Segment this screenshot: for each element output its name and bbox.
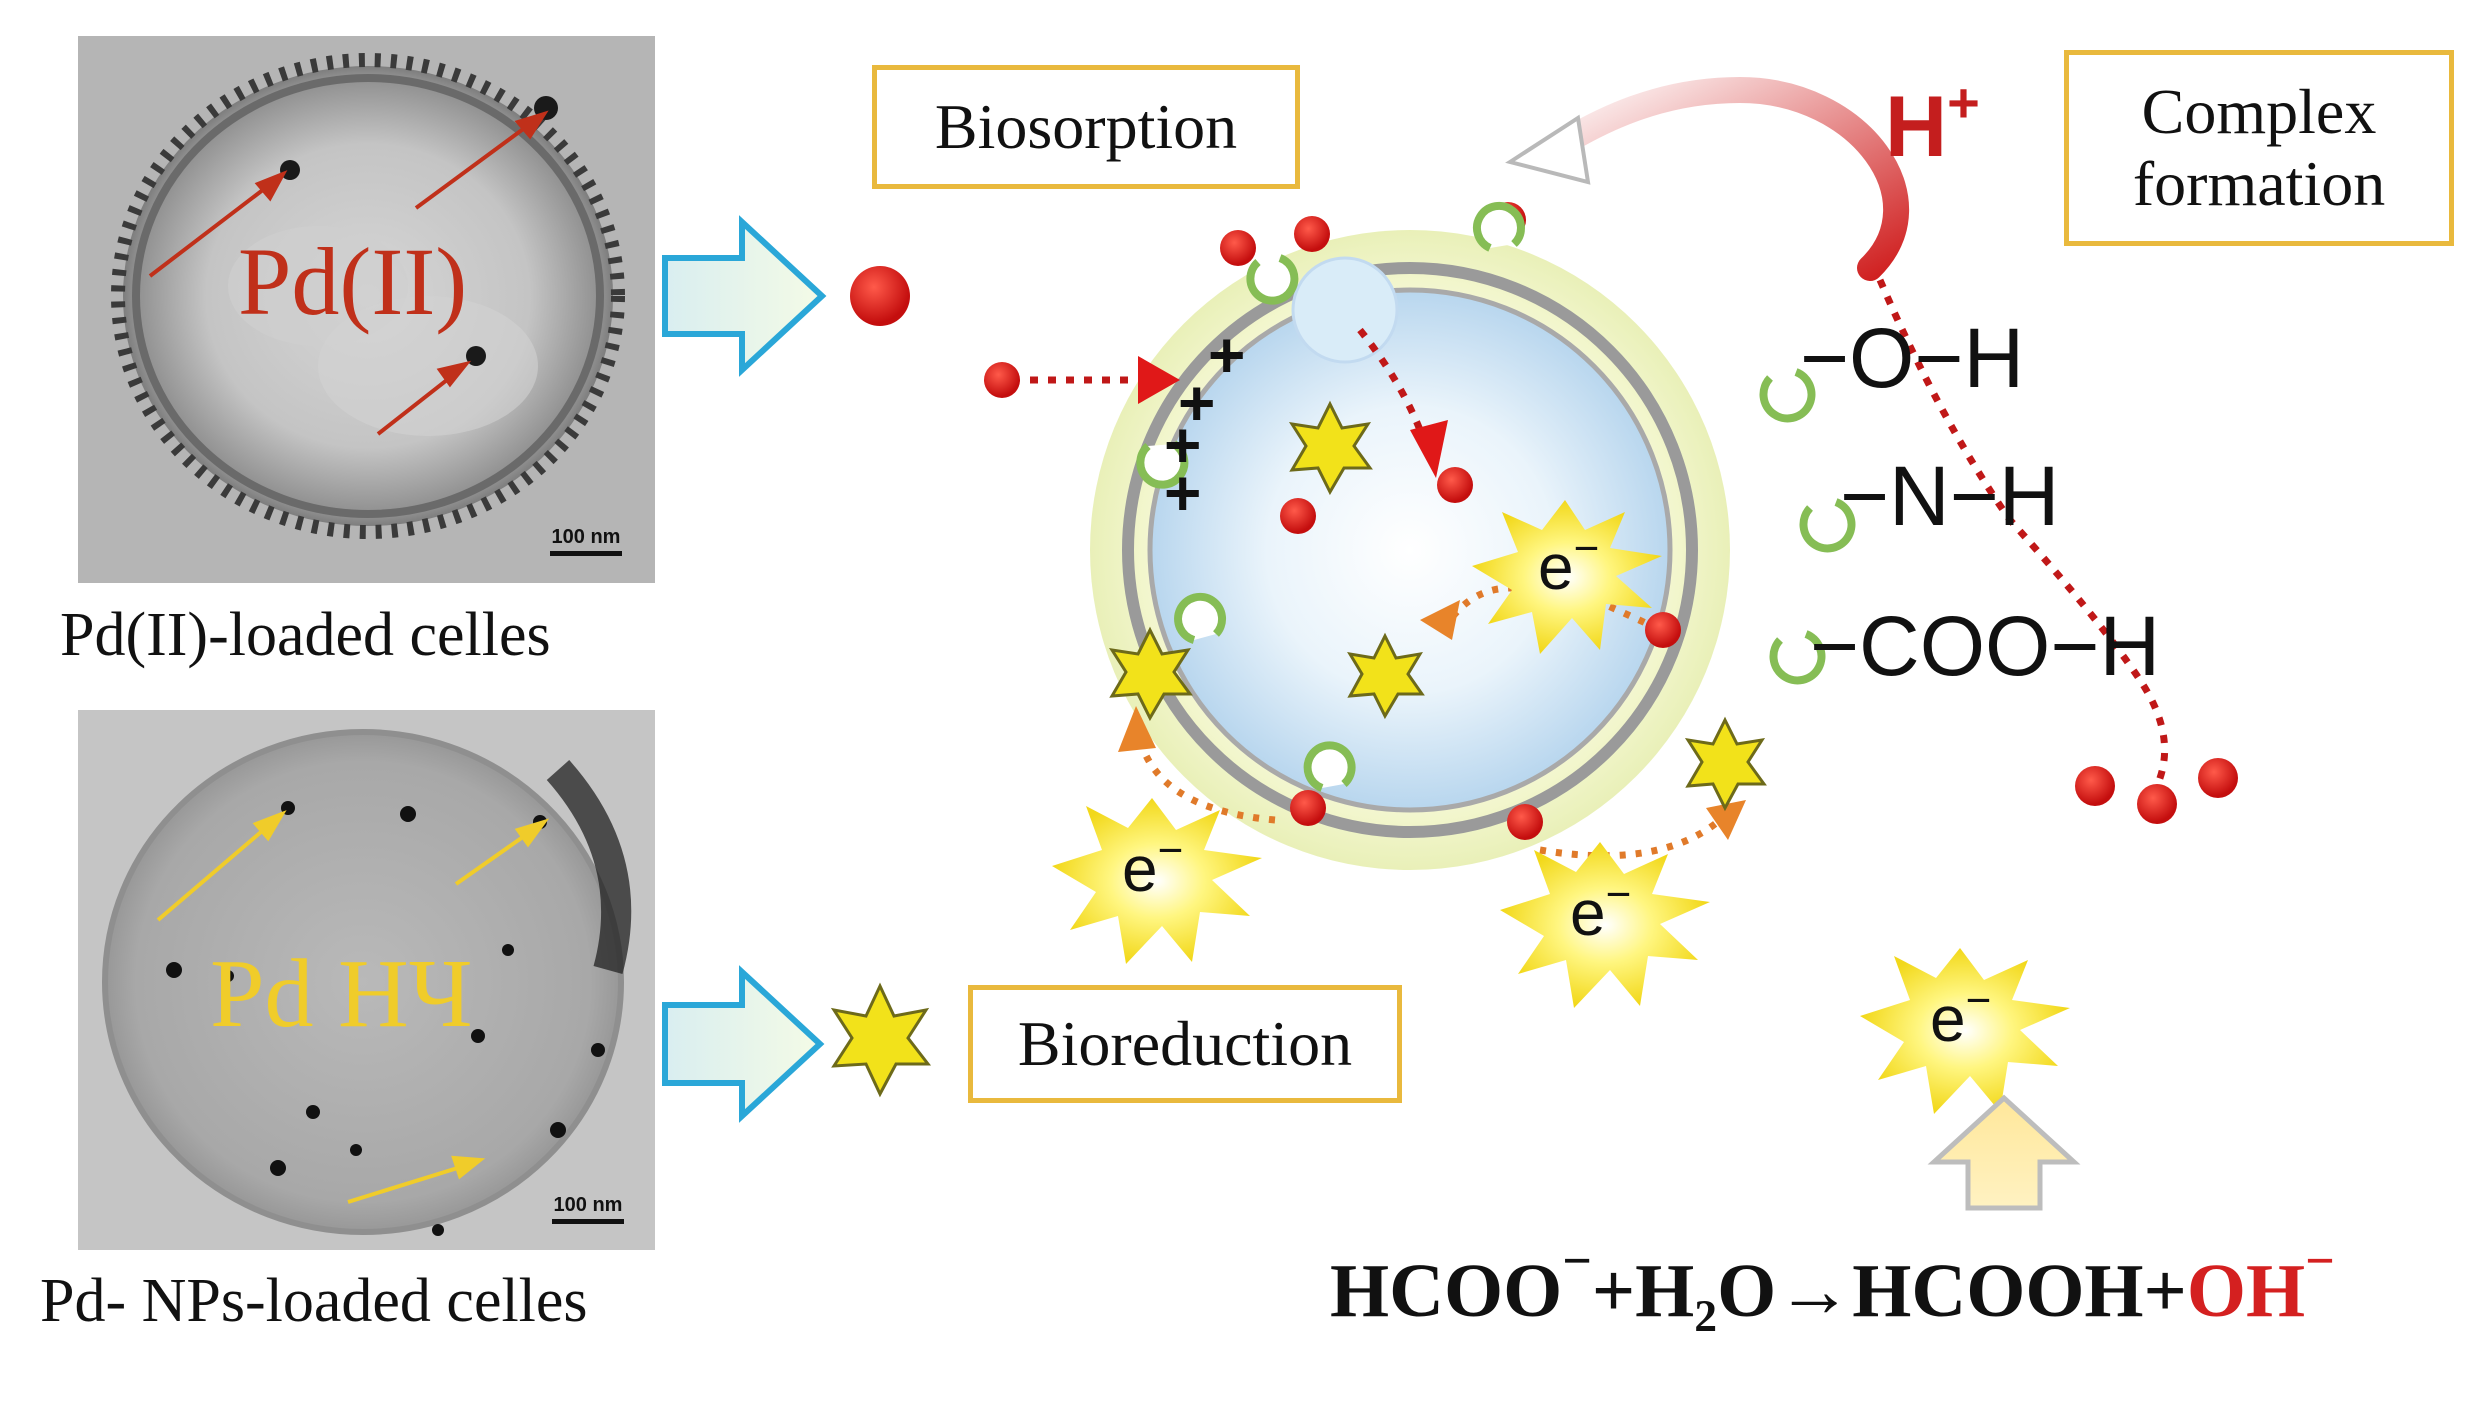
electron-label: e− [1538,524,1599,604]
binding-sites [1136,201,1856,792]
bioreduction-label: Bioreduction [1017,1008,1353,1080]
carboxyl-group: −COO−H [1810,599,2161,693]
scale-bar-line [552,1219,624,1224]
equation-product: OH [2186,1249,2306,1333]
pd-ion-dot [1290,790,1326,826]
pd-nanoparticle-star [1684,716,1767,812]
pd-ion-dot [1220,230,1256,266]
scale-bar: 100 nm [552,1194,624,1224]
equation-reactant-charge: − [1562,1233,1592,1290]
electron-symbol: e [1930,983,1966,1055]
electron-burst [1860,948,2070,1114]
pd-ion-dot [2075,766,2115,806]
surface-charge: + [1178,367,1216,439]
pd-ii-image-label: Pd(II) [238,228,468,335]
equation-middle: +H₂O→HCOOH+ [1591,1249,2187,1333]
surface-charge: + [1164,457,1202,529]
pd-nanoparticle-star [1347,632,1425,720]
binding-site-icon [1769,630,1826,685]
caption-pd-np-loaded: Pd- NPs-loaded celles [40,1267,588,1335]
complex-formation-label-box: Complex formation [2064,50,2454,246]
cell-interior [1147,287,1673,813]
electron-bursts [1052,500,2070,1114]
complex-formation-label-line1: Complex [2141,76,2377,148]
bioreduction-label-box: Bioreduction [968,985,1402,1103]
electron-symbol: e [1122,833,1158,905]
tem-micrograph [78,36,655,583]
pd-nanoparticle-star [1288,400,1373,496]
hollow-arrow [662,965,825,1123]
binding-site-icon [1174,592,1226,644]
proton-curve-arrow [1542,76,1910,281]
complex-formation-label-line2: formation [2132,148,2386,219]
pd-ion-path [1876,278,2169,792]
pd-ion-dot [984,362,1020,398]
pd-ion-dot [1507,804,1543,840]
pd-ion-arrowhead [1138,356,1180,404]
electron-charge: − [1573,524,1600,573]
hollow-up-arrow [1927,1094,2081,1211]
cell-wall [1122,262,1698,838]
electron-charge: − [1965,976,1992,1025]
proton-curve-arrowhead [1505,114,1591,185]
electron-burst [1472,500,1662,654]
electron-burst [1052,798,1262,964]
electron-arrowhead [1420,600,1460,640]
equation-reactant: HCOO [1330,1249,1563,1333]
pd-ion-dot [2198,758,2238,798]
surface-charge: + [1164,409,1202,481]
binding-site-icon [1303,741,1356,792]
scale-bar: 100 nm [550,526,622,556]
hollow-arrow [662,215,827,377]
electron-label: e− [1930,976,1991,1056]
scale-bar-line [550,551,622,556]
electron-label: e− [1570,870,1631,950]
electron-symbol: e [1570,877,1606,949]
binding-site-icon [1246,254,1299,305]
tem-micrograph [78,710,655,1250]
equation-product-charge: − [2305,1233,2335,1290]
pd-ion-dots [984,202,2238,840]
pd-nanoparticle-star [830,982,932,1098]
biosorption-label-box: Biosorption [872,65,1300,189]
electron-symbol: e [1538,531,1574,603]
caption-pd-ii-loaded: Pd(II)-loaded celles [60,601,551,669]
electron-arrowhead [1118,706,1156,752]
scale-bar-label: 100 nm [553,1194,623,1216]
proton-charge: + [1947,71,1980,134]
electron-label: e− [1122,826,1183,906]
electron-arrowhead [1706,800,1746,840]
pd-ion-path [1357,327,1424,432]
pd-nanoparticle-star [1108,626,1193,722]
pd-ion-dot [850,266,910,326]
pd-ion-dot [2137,784,2177,824]
membrane-pore [1291,256,1399,364]
tem-image-pd-ii-loaded: Pd(II) 100 nm [78,36,655,583]
scale-bar-label: 100 nm [551,526,621,548]
electron-charge: − [1157,826,1184,875]
proton-symbol: H [1885,79,1948,175]
pd-ion-dot [1645,612,1681,648]
pd-ion-arrowhead [1410,420,1448,478]
binding-site-icon [1799,498,1856,553]
formate-oxidation-equation: HCOO−+H₂O→HCOOH+OH− [1330,1232,2335,1335]
proton-label: H+ [1885,70,1980,177]
hydroxyl-group: −O−H [1800,311,2025,405]
biosorption-label: Biosorption [934,91,1238,163]
amine-group: −N−H [1840,449,2060,543]
pd-ion-dot [1280,498,1316,534]
electron-charge: − [1605,870,1632,919]
binding-site-icon [1759,368,1816,423]
binding-site-icon [1136,440,1189,489]
surface-charge: + [1208,319,1246,391]
electron-burst [1500,842,1710,1008]
pd-ion-dot [1294,216,1330,252]
pd-np-image-label: Pd НЧ [210,940,473,1048]
pd-ion-dot [1437,467,1473,503]
binding-site-icon [1473,201,1525,252]
tem-image-pd-np-loaded: Pd НЧ 100 nm [78,710,655,1250]
